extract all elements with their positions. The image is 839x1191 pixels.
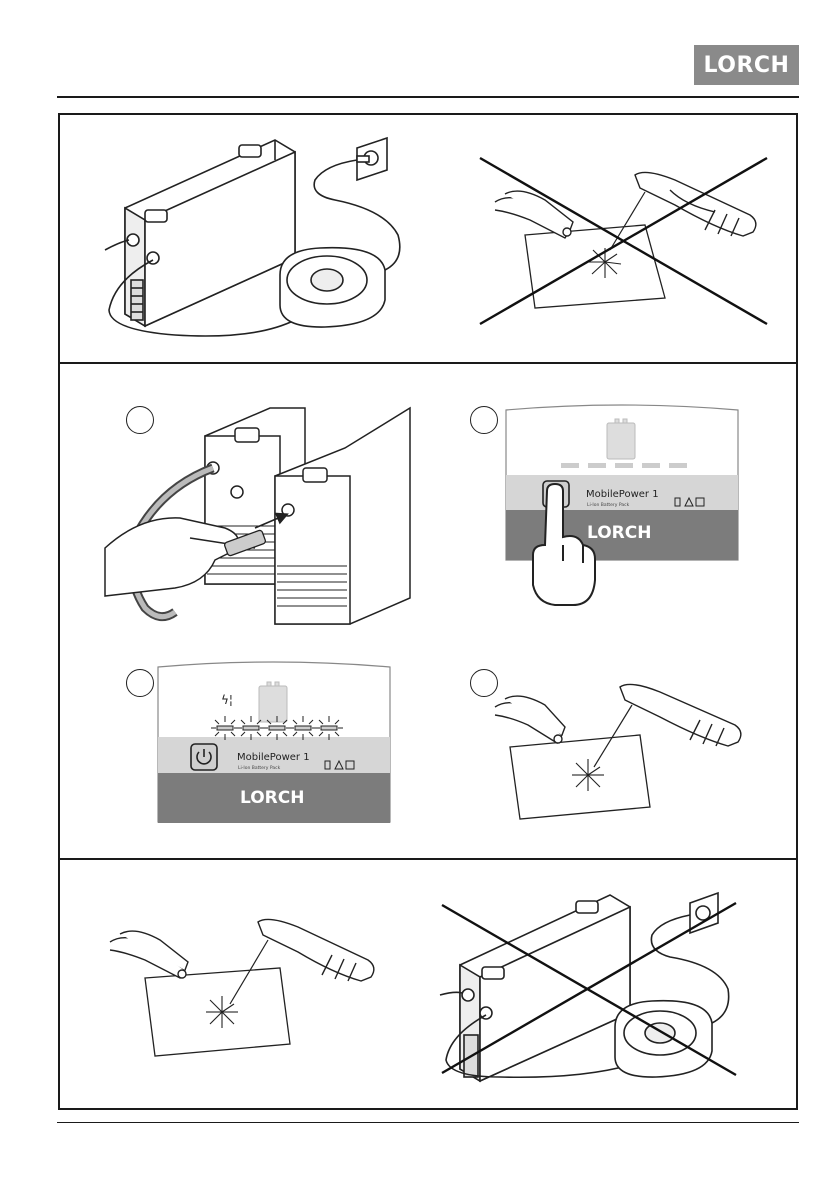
lightning-icon: ϟ¦ <box>221 693 233 707</box>
welder-unit-icon <box>125 140 295 326</box>
power-icon <box>191 744 217 770</box>
welder-charging-illustration <box>95 130 425 345</box>
panel-brand-label: LORCH <box>587 523 651 543</box>
welder-unit-icon <box>460 895 630 1081</box>
model-name-label: MobilePower 1 <box>237 752 310 763</box>
ground-clamp-icon <box>495 696 565 743</box>
header-rule <box>57 96 799 98</box>
panel-brand-label: LORCH <box>240 788 304 808</box>
electrode-holder-icon <box>635 172 756 236</box>
brand-logo: LORCH <box>694 45 799 85</box>
step-marker-3 <box>126 669 154 697</box>
step-marker-2 <box>470 406 498 434</box>
welding-step-illustration <box>490 675 760 825</box>
row-divider-1 <box>58 362 798 364</box>
press-power-illustration: MobilePower 1 Li-Ion Battery Pack LORCH <box>503 405 740 610</box>
ground-clamp-icon <box>110 931 188 978</box>
battery-icon <box>607 419 635 459</box>
wall-plug-icon <box>357 138 387 180</box>
row-divider-2 <box>58 858 798 860</box>
model-subtitle-label: Li-Ion Battery Pack <box>238 765 281 771</box>
ground-clamp-icon <box>495 191 573 238</box>
footer-rule <box>57 1122 799 1123</box>
battery-status-illustration: ϟ¦ MobilePower 1 Li-Ion Battery Pack LOR… <box>155 662 392 827</box>
welding-illustration <box>110 910 380 1060</box>
charger-icon <box>280 248 385 327</box>
model-name-label: MobilePower 1 <box>586 489 659 500</box>
charging-prohibited-illustration <box>440 885 740 1080</box>
connect-cable-illustration <box>105 398 425 628</box>
battery-icon <box>259 682 287 722</box>
model-subtitle-label: Li-Ion Battery Pack <box>587 502 630 508</box>
welding-prohibited-illustration <box>475 150 775 330</box>
